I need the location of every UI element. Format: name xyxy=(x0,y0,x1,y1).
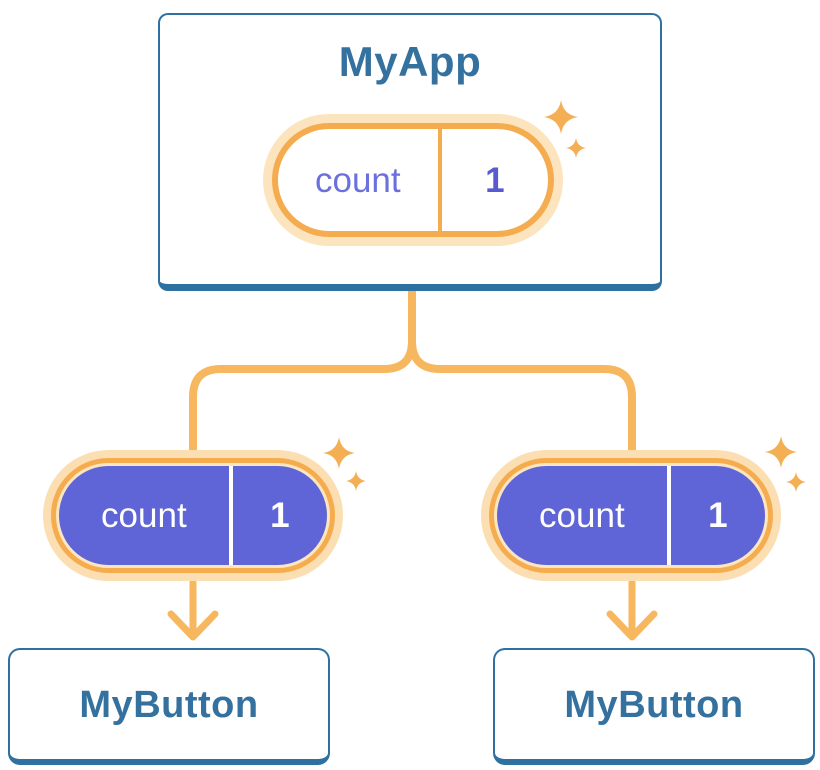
state-value: 1 xyxy=(270,496,290,535)
pill-divider xyxy=(437,129,442,231)
connector-branch-left xyxy=(189,340,416,452)
sparkle-icon xyxy=(566,138,586,158)
state-pill-right: count 1 xyxy=(481,450,781,581)
pill-divider xyxy=(666,466,671,565)
sparkle-icon xyxy=(346,471,366,491)
component-title: MyButton xyxy=(79,683,259,726)
component-title: MyApp xyxy=(338,38,482,85)
component-card-mybutton-right: MyButton xyxy=(493,648,815,765)
component-card-mybutton-left: MyButton xyxy=(8,648,330,765)
state-pill-root: count 1 xyxy=(263,114,563,246)
arrow-head-right xyxy=(606,610,658,641)
arrow-head-left xyxy=(167,610,219,641)
connector-branch-right xyxy=(408,340,636,452)
sparkle-icon xyxy=(765,436,797,468)
sparkle-icon xyxy=(786,472,806,492)
state-name: count xyxy=(539,496,625,535)
sparkle-icon xyxy=(544,100,578,134)
state-value: 1 xyxy=(485,160,505,200)
state-pill-left: count 1 xyxy=(43,450,343,581)
state-value: 1 xyxy=(708,496,728,535)
component-title: MyButton xyxy=(564,683,744,726)
state-name: count xyxy=(101,496,187,535)
sparkle-icon xyxy=(323,437,355,469)
pill-divider xyxy=(228,466,233,565)
state-name: count xyxy=(314,160,401,200)
